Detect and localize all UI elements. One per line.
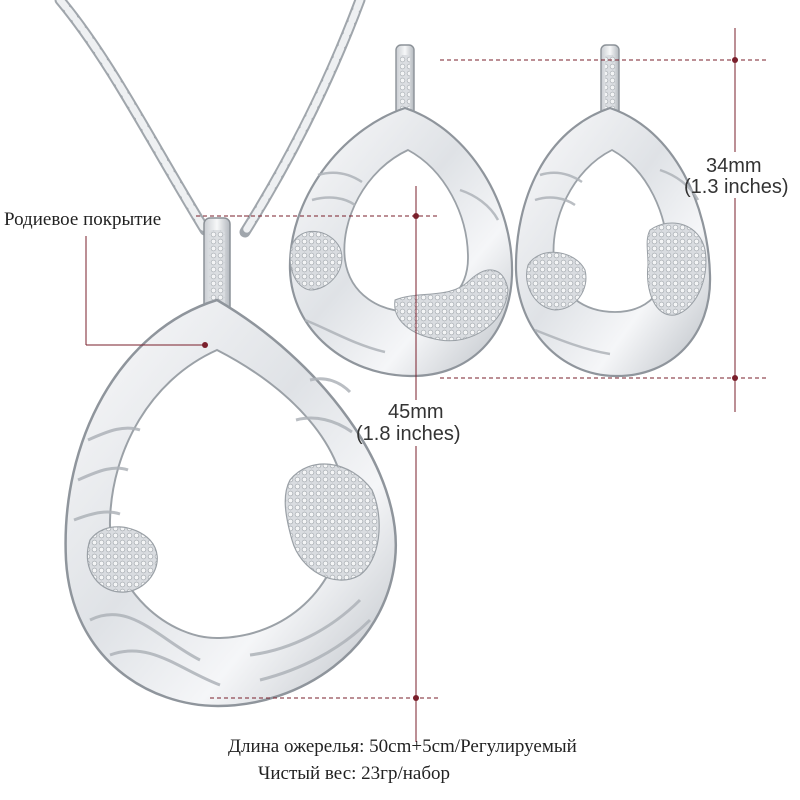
- dimension-markers: [202, 57, 738, 701]
- earring-left: [288, 44, 514, 378]
- net-weight-text: Чистый вес: 23гр/набор: [258, 763, 451, 784]
- plating-label: Родиевое покрытие: [4, 209, 162, 230]
- earring-height-inches: (1.3 inches): [684, 176, 789, 198]
- earring-height-mm: 34mm: [706, 155, 762, 177]
- dimension-lines: [85, 28, 766, 742]
- pendant-height-inches: (1.8 inches): [356, 423, 461, 445]
- pendant: [64, 217, 398, 708]
- necklace-chain: [54, 0, 366, 238]
- necklace-length-text: Длина ожерелья: 50cm+5cm/Регулируемый: [228, 736, 577, 757]
- earring-right: [514, 44, 712, 378]
- pendant-height-mm: 45mm: [388, 401, 444, 423]
